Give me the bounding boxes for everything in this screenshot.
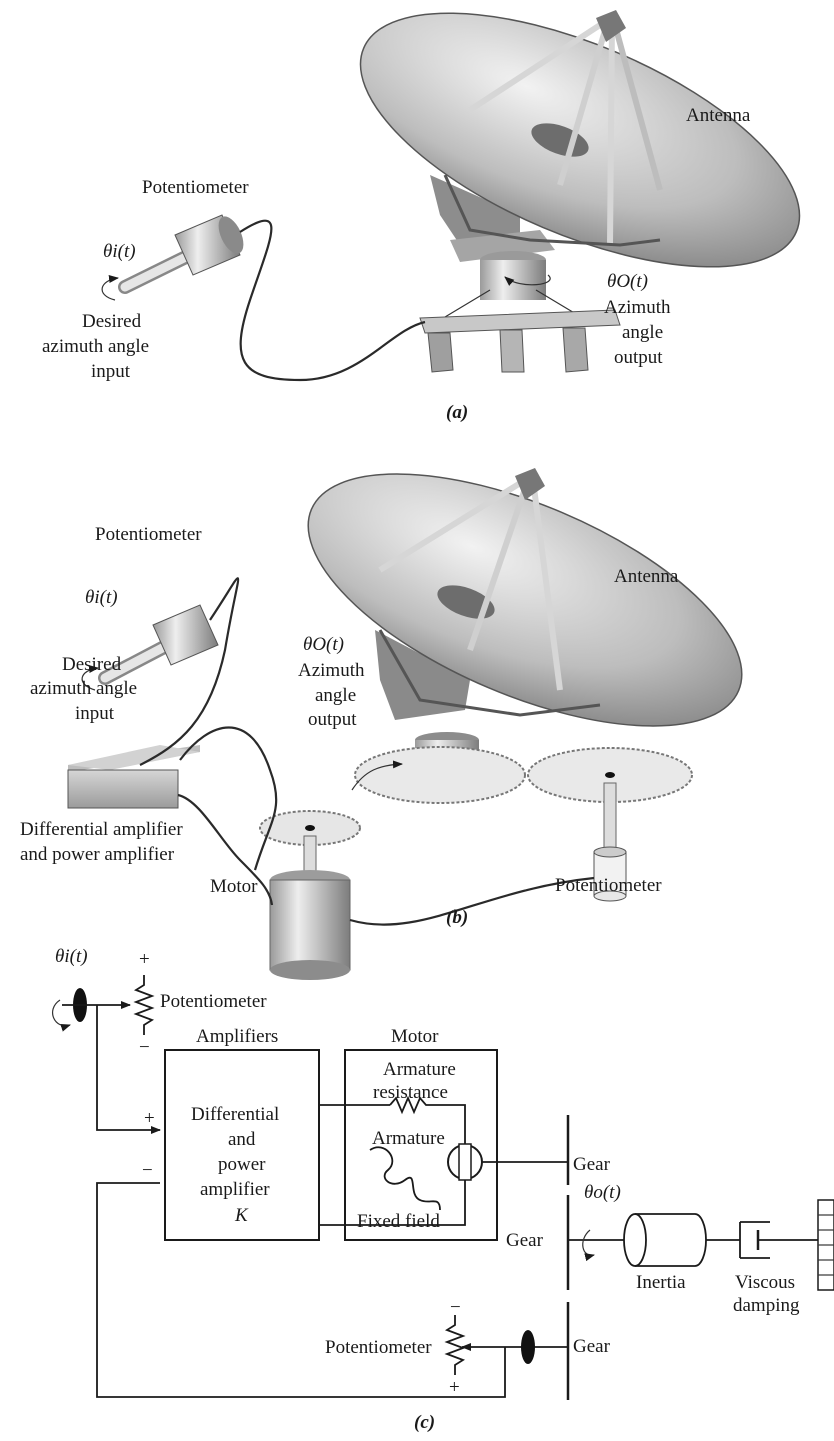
plus-bottom-c: + xyxy=(449,1377,460,1398)
amp-desc-c-1: Differential xyxy=(191,1104,279,1125)
label-gear-top-c: Gear xyxy=(573,1154,611,1175)
resistor-top-c xyxy=(133,975,155,1035)
label-gear-middle-c: Gear xyxy=(506,1230,544,1251)
motor-b xyxy=(269,870,351,980)
inertia-c xyxy=(623,1213,707,1267)
minus-top-c: − xyxy=(139,1037,150,1058)
cable-b-2 xyxy=(179,726,278,871)
amp-desc-c-4: amplifier xyxy=(200,1179,270,1200)
armature-resistor-c xyxy=(389,1095,466,1145)
theta-i-a: θi(t) xyxy=(103,241,136,262)
theta-i-c: θi(t) xyxy=(55,946,88,967)
amp-desc-b-2: and power amplifier xyxy=(20,844,175,865)
input-rotation-arrow-b xyxy=(81,665,99,691)
header-amplifiers-c: Amplifiers xyxy=(196,1026,278,1047)
cable-b-3 xyxy=(177,793,274,906)
label-potentiometer-a: Potentiometer xyxy=(142,177,249,198)
output-desc-a-2: angle xyxy=(622,322,663,343)
gear-center-b xyxy=(354,746,526,804)
label-potentiometer-top-c: Potentiometer xyxy=(160,991,267,1012)
amplifier-block-c xyxy=(164,1049,320,1241)
input-plus-c: + xyxy=(144,1108,155,1129)
potentiometer-a xyxy=(118,214,244,294)
label-antenna-a: Antenna xyxy=(686,105,751,126)
output-rotation-arrow-c xyxy=(582,1229,595,1262)
minus-bottom-c: − xyxy=(450,1297,461,1318)
antenna-dish-a xyxy=(359,10,801,268)
input-desc-a-3: input xyxy=(91,361,131,382)
theta-o-b: θO(t) xyxy=(303,634,344,655)
antenna-pedestal-a xyxy=(419,251,621,373)
panel-a: Potentiometer Antenna θi(t) Desired azim… xyxy=(42,10,801,423)
cable-a xyxy=(239,219,426,382)
label-potentiometer-bottom-b: Potentiometer xyxy=(555,875,662,896)
input-rotation-arrow-c xyxy=(52,999,71,1032)
output-desc-b-2: angle xyxy=(315,685,356,706)
antenna-dish-b xyxy=(307,468,743,727)
resistor-bottom-c xyxy=(444,1315,466,1375)
output-desc-b-3: output xyxy=(308,709,357,730)
potentiometer-top-b xyxy=(98,604,219,685)
armature-resistance-c-2: resistance xyxy=(373,1082,448,1103)
label-potentiometer-bottom-c: Potentiometer xyxy=(325,1337,432,1358)
amplifier-box-b xyxy=(67,745,200,809)
input-minus-c: − xyxy=(142,1160,153,1181)
output-desc-b-1: Azimuth xyxy=(298,660,365,681)
viscous-damper-c xyxy=(739,1221,818,1259)
output-desc-a-1: Azimuth xyxy=(604,297,671,318)
label-inertia-c: Inertia xyxy=(636,1272,686,1293)
input-desc-b-1: Desired xyxy=(62,654,122,675)
potentiometer-bottom-b xyxy=(593,846,627,902)
input-desc-b-3: input xyxy=(75,703,115,724)
input-rotation-arrow-a xyxy=(101,275,119,301)
cable-b-4 xyxy=(349,876,595,926)
output-knob-c xyxy=(521,1330,535,1364)
caption-c: (c) xyxy=(414,1412,435,1433)
input-desc-b-2: azimuth angle xyxy=(30,678,137,699)
cable-b-1 xyxy=(139,577,240,766)
panel-b: Potentiometer Antenna θi(t) Desired azim… xyxy=(20,468,743,980)
label-motor-b: Motor xyxy=(210,876,258,897)
theta-o-c: θo(t) xyxy=(584,1182,621,1203)
output-rotation-arrow-b xyxy=(351,760,403,791)
header-motor-c: Motor xyxy=(391,1026,439,1047)
label-viscous-c-2: damping xyxy=(733,1295,800,1316)
input-desc-a-2: azimuth angle xyxy=(42,336,149,357)
label-fixed-field-c: Fixed field xyxy=(357,1211,440,1232)
caption-a: (a) xyxy=(446,402,468,423)
amp-gain-c: K xyxy=(234,1205,249,1226)
theta-i-b: θi(t) xyxy=(85,587,118,608)
input-desc-a-1: Desired xyxy=(82,311,142,332)
fixed-field-coil-c xyxy=(369,1146,441,1211)
plus-top-c: + xyxy=(139,949,150,970)
label-viscous-c-1: Viscous xyxy=(735,1272,795,1293)
output-rotation-arrow-a xyxy=(504,274,551,286)
label-potentiometer-top-b: Potentiometer xyxy=(95,524,202,545)
amp-desc-c-3: power xyxy=(218,1154,266,1175)
label-armature-c: Armature xyxy=(372,1128,445,1149)
caption-b: (b) xyxy=(446,907,468,928)
output-desc-a-3: output xyxy=(614,347,663,368)
ground-wall-c xyxy=(817,1199,834,1291)
amp-desc-b-1: Differential amplifier xyxy=(20,819,183,840)
label-antenna-b: Antenna xyxy=(614,566,679,587)
amp-desc-c-2: and xyxy=(228,1129,256,1150)
label-gear-bottom-c: Gear xyxy=(573,1336,611,1357)
theta-o-a: θO(t) xyxy=(607,271,648,292)
armature-resistance-c-1: Armature xyxy=(383,1059,456,1080)
panel-c: θi(t) + − Potentiometer Amplifiers Motor… xyxy=(52,946,834,1433)
